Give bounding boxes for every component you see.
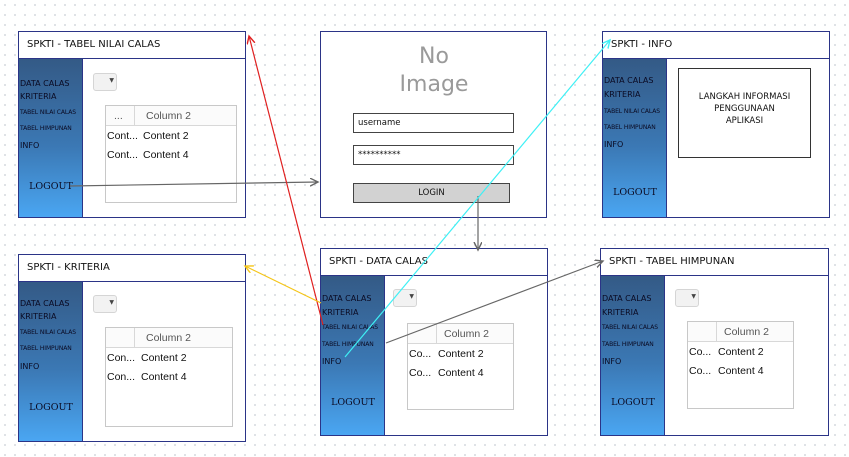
arrow-logout-to-login [69, 182, 318, 186]
chevron-down-icon: ▼ [691, 293, 696, 300]
screen-title: SPKTI - TABEL HIMPUNAN [600, 248, 829, 276]
sidebar: DATA CALAS KRITERIA TABEL NILAI CALAS TA… [601, 276, 665, 435]
column-header-2[interactable]: Column 2 [146, 110, 191, 122]
menu-data-calas[interactable]: DATA CALAS [20, 299, 70, 308]
table-header [106, 328, 232, 348]
table-cell: Con... [107, 352, 136, 364]
image-placeholder-line2: Image [399, 72, 469, 97]
screen-kriteria: SPKTI - KRITERIA DATA CALAS KRITERIA TAB… [18, 254, 246, 442]
menu-tabel-nilai-calas[interactable]: TABEL NILAI CALAS [20, 109, 76, 116]
table-cell: Con... [107, 371, 136, 383]
table-cell: Co... [689, 365, 712, 377]
sidebar: DATA CALAS KRITERIA TABEL NILAI CALAS TA… [603, 59, 667, 217]
menu-data-calas[interactable]: DATA CALAS [20, 79, 70, 88]
data-table: Column 2 Co... Content 2 Co... Content 4 [407, 323, 514, 410]
screen-title: SPKTI - TABEL NILAI CALAS [18, 31, 246, 59]
info-text-line3: APLIKASI [725, 116, 764, 126]
info-content-box: LANGKAH INFORMASI PENGGUNAAN APLIKASI [678, 68, 811, 158]
table-cell: Content 2 [718, 346, 764, 358]
table-header [106, 106, 236, 126]
logout-button[interactable]: LOGOUT [613, 187, 657, 198]
logout-button[interactable]: LOGOUT [611, 397, 655, 408]
table-header [688, 322, 793, 342]
filter-dropdown[interactable]: ▼ [393, 289, 417, 307]
filter-dropdown[interactable]: ▼ [93, 73, 117, 91]
table-cell: Content 4 [143, 149, 189, 161]
menu-tabel-himpunan[interactable]: TABEL HIMPUNAN [604, 124, 656, 131]
menu-tabel-nilai-calas[interactable]: TABEL NILAI CALAS [604, 108, 660, 115]
logout-button[interactable]: LOGOUT [29, 402, 73, 413]
table-cell: Cont... [107, 130, 138, 142]
menu-data-calas[interactable]: DATA CALAS [604, 76, 654, 85]
screen-tabel-nilai-calas: SPKTI - TABEL NILAI CALAS DATA CALAS KRI… [18, 31, 246, 218]
table-cell: Cont... [107, 149, 138, 161]
filter-dropdown[interactable]: ▼ [675, 289, 699, 307]
menu-data-calas[interactable]: DATA CALAS [602, 294, 652, 303]
login-button[interactable]: LOGIN [353, 183, 510, 203]
menu-info[interactable]: INFO [602, 357, 622, 366]
menu-kriteria[interactable]: KRITERIA [604, 90, 641, 99]
screen-title: SPKTI - KRITERIA [18, 254, 246, 282]
table-cell: Content 4 [438, 367, 484, 379]
arrow-to-info [344, 40, 610, 358]
table-cell: Co... [409, 367, 432, 379]
table-cell: Content 2 [141, 352, 187, 364]
table-cell: Co... [689, 346, 712, 358]
menu-info[interactable]: INFO [604, 140, 624, 149]
table-cell: Content 4 [141, 371, 187, 383]
image-placeholder-line1: No [419, 44, 449, 69]
menu-info[interactable]: INFO [20, 362, 40, 371]
menu-info[interactable]: INFO [20, 141, 40, 150]
table-header [408, 324, 513, 344]
menu-tabel-himpunan[interactable]: TABEL HIMPUNAN [20, 125, 72, 132]
chevron-down-icon: ▼ [109, 299, 114, 306]
table-cell: Content 4 [718, 365, 764, 377]
menu-tabel-himpunan[interactable]: TABEL HIMPUNAN [20, 345, 72, 352]
sidebar: DATA CALAS KRITERIA TABEL NILAI CALAS TA… [19, 59, 83, 217]
table-cell: Content 2 [438, 348, 484, 360]
column-header-2[interactable]: Column 2 [146, 332, 191, 344]
info-text-line1: LANGKAH INFORMASI [698, 92, 791, 102]
column-header-1[interactable]: ... [114, 110, 123, 122]
column-header-2[interactable]: Column 2 [724, 326, 769, 338]
table-cell: Co... [409, 348, 432, 360]
table-cell: Content 2 [143, 130, 189, 142]
column-header-2[interactable]: Column 2 [444, 328, 489, 340]
screen-title: SPKTI - DATA CALAS [320, 248, 548, 276]
logout-button[interactable]: LOGOUT [331, 397, 375, 408]
menu-tabel-nilai-calas[interactable]: TABEL NILAI CALAS [322, 324, 378, 331]
menu-kriteria[interactable]: KRITERIA [602, 308, 639, 317]
screen-title: SPKTI - INFO [602, 31, 830, 59]
logout-button[interactable]: LOGOUT [29, 181, 73, 192]
menu-tabel-himpunan[interactable]: TABEL HIMPUNAN [602, 341, 654, 348]
menu-info[interactable]: INFO [322, 357, 342, 366]
password-input[interactable]: ********** [353, 145, 514, 165]
sidebar: DATA CALAS KRITERIA TABEL NILAI CALAS TA… [321, 276, 385, 435]
menu-kriteria[interactable]: KRITERIA [20, 92, 57, 101]
menu-kriteria[interactable]: KRITERIA [322, 308, 359, 317]
screen-login: No Image username ********** LOGIN [320, 31, 547, 218]
data-table: ... Column 2 Cont... Content 2 Cont... C… [105, 105, 237, 203]
chevron-down-icon: ▼ [409, 293, 414, 300]
username-input[interactable]: username [353, 113, 514, 133]
menu-kriteria[interactable]: KRITERIA [20, 312, 57, 321]
sidebar: DATA CALAS KRITERIA TABEL NILAI CALAS TA… [19, 282, 83, 441]
menu-tabel-nilai-calas[interactable]: TABEL NILAI CALAS [20, 329, 76, 336]
info-text-line2: PENGGUNAAN [714, 104, 775, 114]
menu-data-calas[interactable]: DATA CALAS [322, 294, 372, 303]
screen-tabel-himpunan: SPKTI - TABEL HIMPUNAN DATA CALAS KRITER… [600, 248, 829, 436]
filter-dropdown[interactable]: ▼ [93, 295, 117, 313]
arrow-to-tabel-nilai-calas [249, 36, 324, 326]
screen-info: SPKTI - INFO DATA CALAS KRITERIA TABEL N… [602, 31, 830, 218]
chevron-down-icon: ▼ [109, 77, 114, 84]
menu-tabel-nilai-calas[interactable]: TABEL NILAI CALAS [602, 324, 658, 331]
menu-tabel-himpunan[interactable]: TABEL HIMPUNAN [322, 341, 374, 348]
arrow-to-kriteria [245, 266, 322, 304]
arrow-to-tabel-himpunan [385, 261, 603, 344]
image-placeholder: No Image [391, 43, 477, 99]
data-table: Column 2 Co... Content 2 Co... Content 4 [687, 321, 794, 409]
data-table: Column 2 Con... Content 2 Con... Content… [105, 327, 233, 427]
